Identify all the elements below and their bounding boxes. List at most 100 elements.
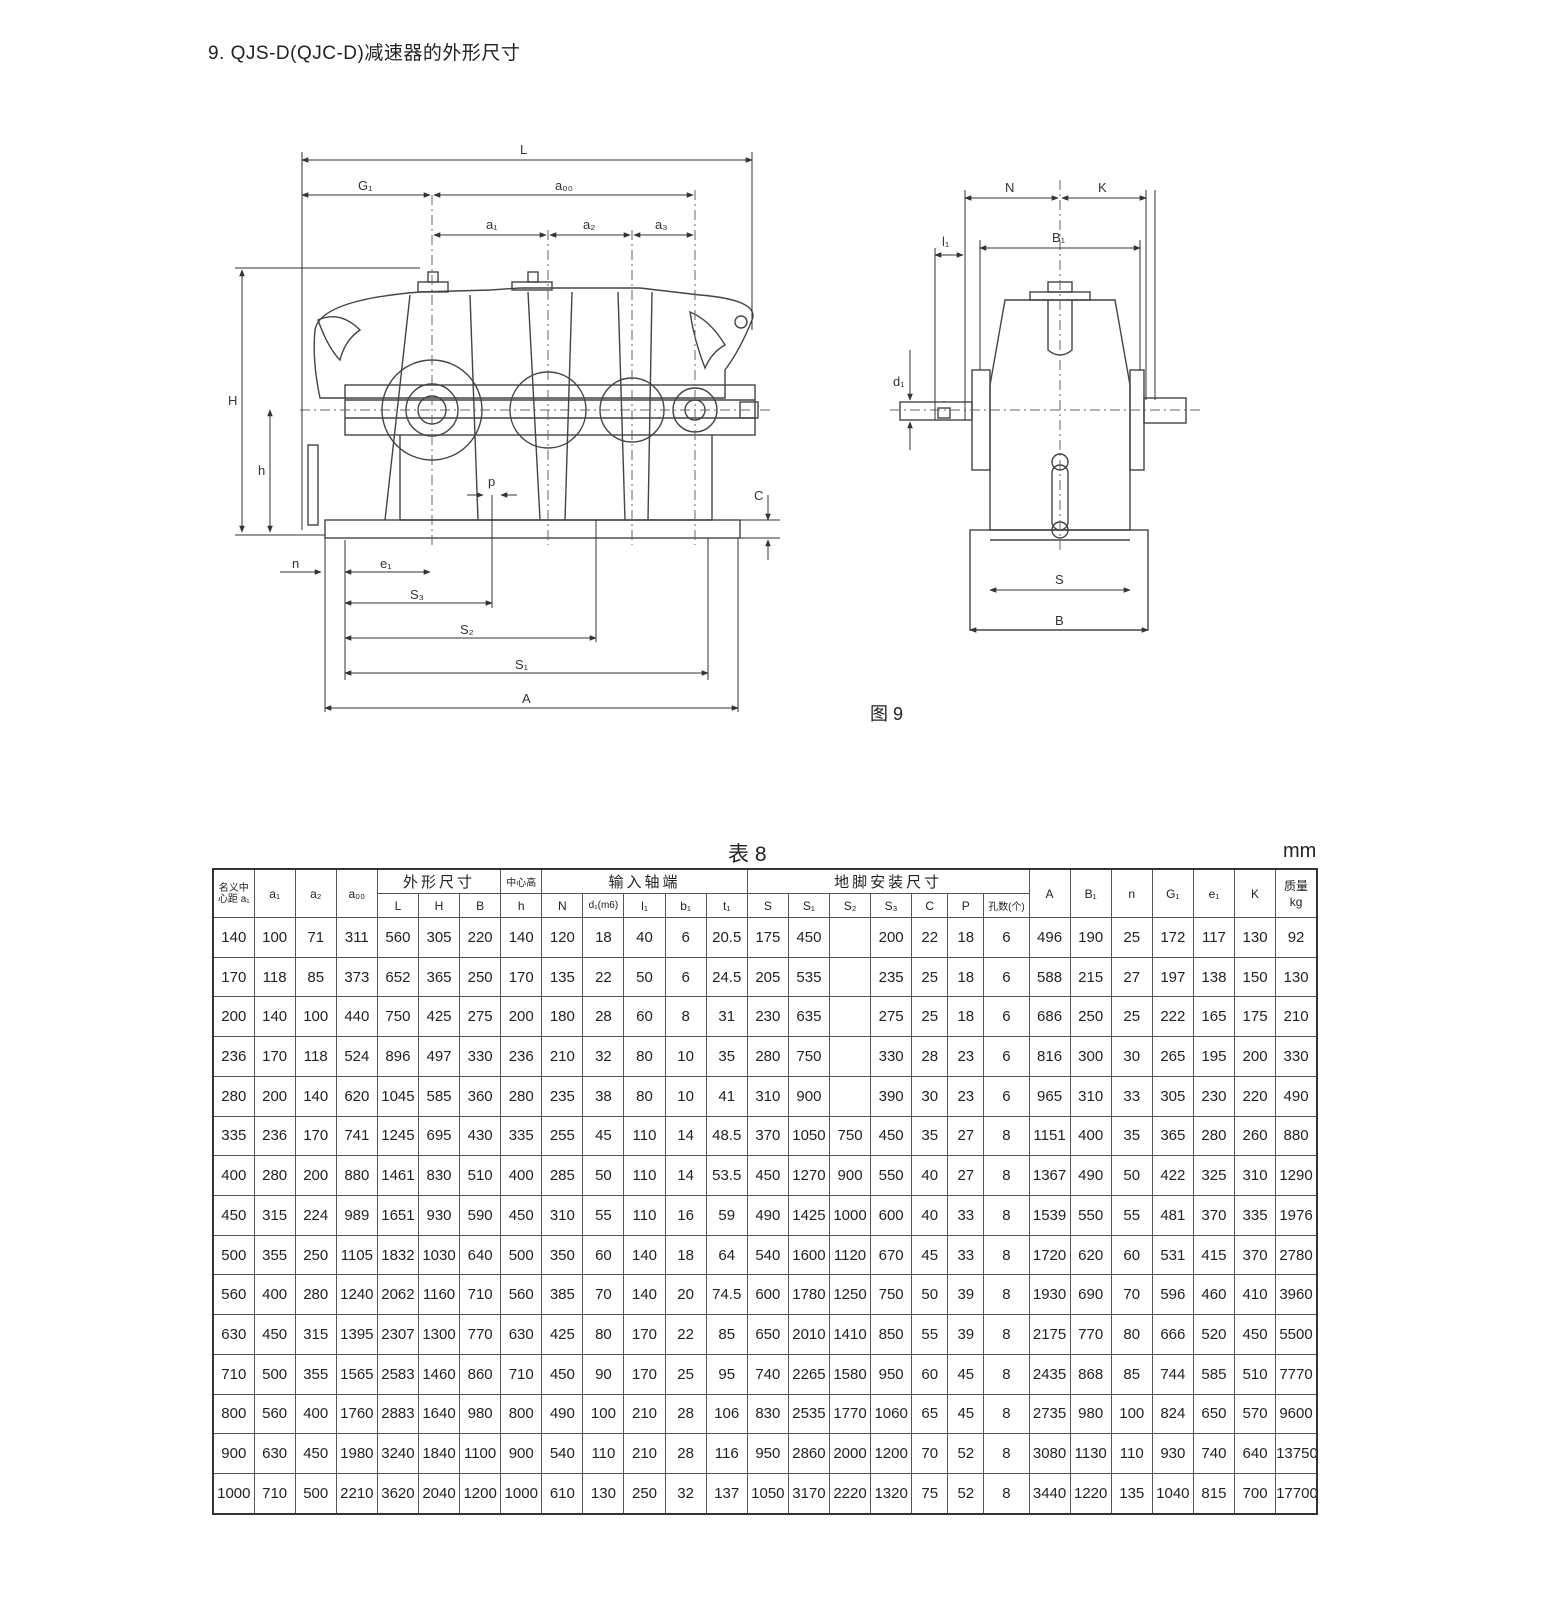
- table-cell: [828, 956, 872, 998]
- table-cell: 210: [623, 1393, 666, 1435]
- table-cell: 500: [500, 1234, 543, 1276]
- table-cell: 980: [1069, 1393, 1112, 1435]
- table-cell: 39: [947, 1314, 985, 1355]
- header-L: L: [376, 893, 419, 918]
- table-cell: 830: [746, 1393, 789, 1435]
- table-cell: 55: [1110, 1195, 1153, 1236]
- table-cell: 31: [705, 996, 748, 1038]
- dim-S1: S₁: [515, 657, 529, 672]
- table-cell: 1100: [459, 1433, 502, 1475]
- dim-d1: d₁: [893, 374, 905, 389]
- table-cell: 55: [582, 1195, 625, 1236]
- table-cell: 85: [294, 956, 337, 998]
- table-cell: 2040: [417, 1473, 461, 1515]
- table-cell: 53.5: [705, 1155, 748, 1197]
- table-cell: 305: [417, 917, 461, 958]
- table-cell: 1240: [335, 1274, 378, 1316]
- table-cell: 18: [947, 956, 985, 998]
- table-cell: 690: [1069, 1274, 1112, 1316]
- table-cell: 150: [1233, 956, 1277, 998]
- table-cell: 20: [664, 1274, 707, 1316]
- table-cell: 170: [623, 1314, 666, 1355]
- table-cell: 52: [947, 1433, 985, 1475]
- table-cell: 100: [294, 996, 337, 1038]
- table-cell: 33: [947, 1195, 985, 1236]
- table-cell: 560: [376, 917, 419, 958]
- table-cell: 140: [500, 917, 543, 958]
- table-cell: 496: [1028, 917, 1071, 958]
- table-cell: 75: [911, 1473, 949, 1515]
- table-cell: 10: [664, 1075, 707, 1117]
- table-cell: 8: [664, 996, 707, 1038]
- table-cell: 686: [1028, 996, 1071, 1038]
- table-cell: 18: [947, 917, 985, 958]
- dim-G1: G₁: [358, 178, 373, 193]
- table-cell: 41: [705, 1075, 748, 1117]
- table-cell: 130: [1275, 956, 1318, 998]
- table-cell: 741: [335, 1115, 378, 1157]
- table-cell: 710: [212, 1353, 255, 1395]
- header-B: B: [459, 893, 502, 918]
- table-cell: 1425: [787, 1195, 830, 1236]
- table-cell: 750: [870, 1274, 913, 1316]
- table-cell: 1200: [459, 1473, 502, 1515]
- table-cell: 440: [335, 996, 378, 1038]
- table-cell: 750: [828, 1115, 872, 1157]
- table-cell: 220: [1233, 1075, 1277, 1117]
- table-cell: 1050: [787, 1115, 830, 1157]
- table-cell: 1000: [500, 1473, 543, 1515]
- table-cell: 70: [911, 1433, 949, 1475]
- table-cell: 2210: [335, 1473, 378, 1515]
- table-cell: 335: [212, 1115, 255, 1157]
- table-cell: 560: [500, 1274, 543, 1316]
- table-cell: 22: [664, 1314, 707, 1355]
- table-cell: 2780: [1275, 1234, 1318, 1276]
- table-cell: 460: [1192, 1274, 1235, 1316]
- table-cell: 25: [911, 996, 949, 1038]
- table-cell: 2583: [376, 1353, 419, 1395]
- table-cell: 770: [1069, 1314, 1112, 1355]
- table-cell: 400: [212, 1155, 255, 1197]
- table-cell: 200: [212, 996, 255, 1038]
- table-cell: 28: [664, 1433, 707, 1475]
- table-cell: 315: [294, 1314, 337, 1355]
- table-cell: 370: [746, 1115, 789, 1157]
- table-cell: 85: [1110, 1353, 1153, 1395]
- header-l1: l₁: [623, 893, 666, 918]
- table-cell: 450: [746, 1155, 789, 1197]
- table-cell: 236: [500, 1036, 543, 1077]
- table-cell: 550: [870, 1155, 913, 1197]
- table-cell: 570: [1233, 1393, 1277, 1435]
- table-cell: 740: [1192, 1433, 1235, 1475]
- table-cell: 670: [870, 1234, 913, 1276]
- table-cell: 74.5: [705, 1274, 748, 1316]
- table-cell: 560: [253, 1393, 296, 1435]
- table-cell: 310: [1069, 1075, 1112, 1117]
- table-cell: 8: [983, 1314, 1030, 1355]
- table-cell: 285: [541, 1155, 584, 1197]
- table-cell: 138: [1192, 956, 1235, 998]
- table-cell: 64: [705, 1234, 748, 1276]
- table-cell: 425: [417, 996, 461, 1038]
- table-cell: [828, 917, 872, 958]
- table-cell: 3440: [1028, 1473, 1071, 1515]
- table-cell: 550: [1069, 1195, 1112, 1236]
- table-cell: 600: [870, 1195, 913, 1236]
- table-cell: 400: [253, 1274, 296, 1316]
- table-cell: 170: [623, 1353, 666, 1395]
- table-cell: 195: [1192, 1036, 1235, 1077]
- table-cell: 2883: [376, 1393, 419, 1435]
- table-cell: 816: [1028, 1036, 1071, 1077]
- table-cell: 80: [1110, 1314, 1153, 1355]
- table-cell: 1640: [417, 1393, 461, 1435]
- table-cell: 490: [1275, 1075, 1318, 1117]
- table-cell: 18: [582, 917, 625, 958]
- table-cell: 710: [500, 1353, 543, 1395]
- table-cell: 8: [983, 1195, 1030, 1236]
- table-cell: 32: [664, 1473, 707, 1515]
- table-cell: 1580: [828, 1353, 872, 1395]
